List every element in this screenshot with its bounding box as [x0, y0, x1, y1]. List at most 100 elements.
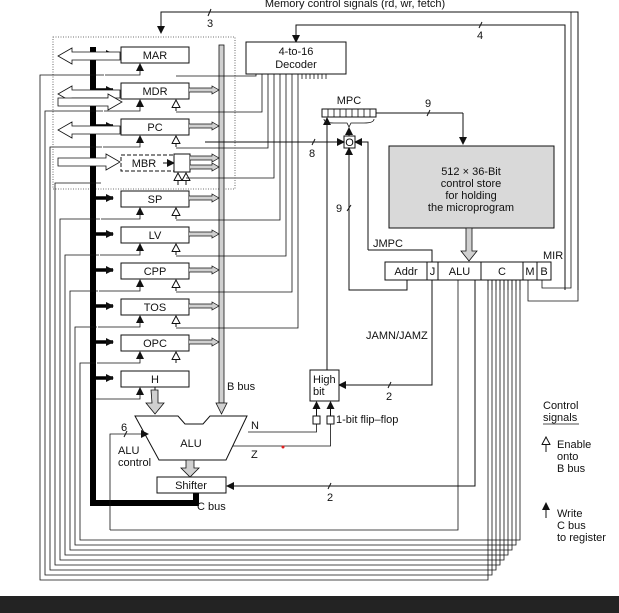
write-control-wire: [59, 218, 505, 561]
mpc-out-width: 9: [425, 98, 431, 110]
enable-wire: [176, 74, 281, 221]
control-store-line-3: for holding: [445, 190, 496, 202]
decoder-input-width: 4: [477, 30, 483, 42]
jmpc-label: JMPC: [373, 238, 403, 250]
register-label: H: [151, 374, 159, 386]
mar-out-arrow: [57, 47, 121, 65]
register-pc: PC: [96, 118, 220, 148]
mbr-in-arrow: [57, 153, 121, 171]
write-control-wire: [69, 280, 513, 551]
write-control-wire: [74, 280, 517, 546]
enable-wire: [186, 74, 275, 179]
svg-text:Addr: Addr: [394, 266, 418, 278]
write-control-wire: [49, 146, 497, 571]
pc-out-arrow: [57, 121, 121, 139]
shifter-label: Shifter: [175, 480, 207, 492]
register-label: CPP: [144, 266, 167, 278]
mir-field-j: J: [426, 261, 439, 281]
decoder-label-2: Decoder: [275, 59, 317, 71]
mir-field-m: M: [522, 261, 538, 281]
jam-width: 2: [386, 391, 392, 403]
register-sp: SP: [96, 190, 220, 220]
memory-interface-box: [52, 36, 236, 190]
enable-wire: [176, 74, 269, 149]
flip-flop-z: [326, 415, 335, 425]
legend-write-1: Write: [557, 508, 582, 520]
enable-wire: [176, 74, 299, 329]
control-store-line-4: the microprogram: [428, 202, 514, 214]
legend-enable-2: onto: [557, 451, 578, 463]
register-h: H: [96, 370, 190, 400]
control-store: [388, 145, 555, 229]
svg-text:J: J: [430, 266, 436, 278]
mir-field-c: C: [480, 261, 524, 281]
control-store-line-1: 512 × 36-Bit: [441, 166, 501, 178]
mbr-to-or-width: 8: [309, 148, 315, 160]
datapath-diagram: Memory control signals (rd, wr, fetch) 3…: [39, 0, 606, 581]
alu-label: ALU: [180, 438, 201, 450]
flip-flop-label: 1-bit flip–flop: [336, 414, 398, 426]
legend-write-2: C bus: [557, 520, 586, 532]
register-opc: OPC: [96, 334, 220, 364]
svg-text:B: B: [540, 266, 547, 278]
write-control-wire: [54, 182, 501, 566]
svg-text:C: C: [498, 266, 506, 278]
mir-label: MIR: [543, 250, 563, 262]
mir-field-b: B: [536, 261, 552, 281]
register-label: PC: [147, 122, 162, 134]
register-mdr: MDR: [96, 82, 220, 112]
write-control-wire: [39, 74, 489, 581]
legend-title-2: signals: [543, 412, 578, 424]
legend-enable-1: Enable: [557, 439, 591, 451]
memory-control-label: Memory control signals (rd, wr, fetch): [265, 0, 445, 10]
enable-wire: [176, 74, 257, 77]
memory-arrows: [57, 47, 123, 171]
mpc-label: MPC: [337, 95, 362, 107]
mem-ctrl-width: 3: [207, 18, 213, 30]
high-bit-box: [309, 369, 340, 402]
register-tos: TOS: [96, 298, 220, 328]
svg-text:ALU: ALU: [449, 266, 470, 278]
enable-wire: [176, 74, 263, 113]
alu-shape: [134, 415, 248, 461]
svg-text:M: M: [525, 266, 534, 278]
alu-z-label: Z: [251, 449, 258, 461]
flip-flop-n: [312, 415, 321, 425]
b-bus-label: B bus: [227, 381, 256, 393]
enable-wire: [176, 74, 293, 293]
register-label: SP: [148, 194, 163, 206]
write-control-wire: [44, 110, 493, 576]
mir-field-addr: Addr: [384, 261, 428, 281]
register-label: MDR: [142, 86, 167, 98]
mem-ctrl-wire: [157, 11, 579, 290]
legend-write-3: to register: [557, 532, 606, 544]
register-label: TOS: [144, 302, 166, 314]
c-bus: [90, 47, 199, 506]
legend-title-1: Control: [543, 400, 578, 412]
alu-ctrl-label-2: control: [118, 457, 151, 469]
write-control-wire: [79, 280, 521, 541]
shift-width: 2: [327, 492, 333, 504]
decoder-box: [245, 41, 347, 75]
register-label: LV: [149, 230, 162, 242]
footer-bar: [0, 596, 619, 613]
register-label: OPC: [143, 338, 167, 350]
addr-to-mpc-width: 9: [336, 203, 342, 215]
decoder-input-wire: [292, 24, 566, 290]
jam-label: JAMN/JAMZ: [366, 330, 428, 342]
high-bit-line-1: High: [313, 374, 336, 386]
control-store-line-2: control store: [441, 178, 502, 190]
register-label: MBR: [132, 158, 157, 170]
high-bit-line-2: bit: [313, 386, 325, 398]
alu-n-label: N: [251, 420, 259, 432]
write-control-wire: [64, 254, 509, 556]
c-bus-label: C bus: [197, 501, 226, 513]
legend-enable-3: B bus: [557, 463, 586, 475]
b-bus: [218, 44, 225, 404]
enable-wire: [176, 74, 287, 257]
mir-field-alu: ALU: [437, 261, 482, 281]
register-label: MAR: [143, 50, 168, 62]
alu-ctrl-width: 6: [121, 422, 127, 434]
mpc-register: [321, 108, 377, 118]
or-label: O: [345, 137, 354, 149]
